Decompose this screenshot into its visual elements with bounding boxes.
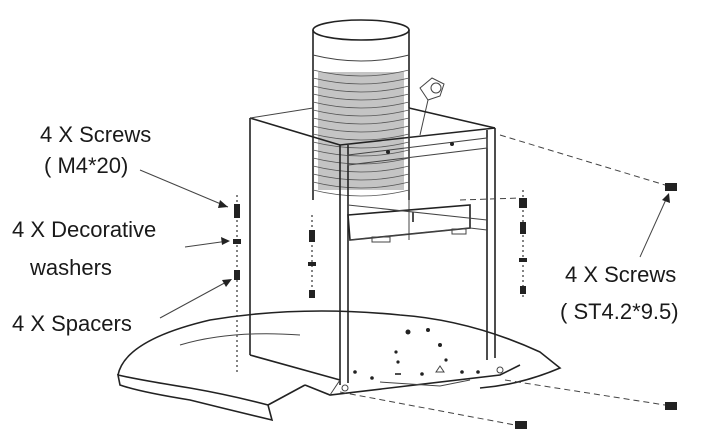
label-screws-m4-line1: 4 X Screws xyxy=(40,122,152,147)
spacer-left xyxy=(234,270,240,280)
screw-st-bottom xyxy=(515,421,527,429)
chimney-duct xyxy=(312,19,410,200)
screw-st-lower xyxy=(665,402,677,410)
label-screws-m4-size: ( M4*20) xyxy=(44,153,128,179)
washer-left xyxy=(233,239,241,244)
label-washers-line1: 4 X Decorative xyxy=(12,217,157,242)
inner-left-fastener-column xyxy=(308,215,316,300)
label-decorative-washers: 4 X Decorative xyxy=(12,217,156,243)
right-fastener-column xyxy=(519,190,527,300)
label-spacers-text: 4 X Spacers xyxy=(12,311,132,336)
label-screws-st: 4 X Screws xyxy=(565,262,676,288)
canopy-holes xyxy=(341,328,504,392)
damper-valve xyxy=(419,77,445,136)
right-screw-guides xyxy=(339,134,677,429)
chimney-frame xyxy=(249,107,496,385)
label-washers: washers xyxy=(30,255,112,281)
label-screws-st-size: ( ST4.2*9.5) xyxy=(560,299,679,325)
label-washers-line2: washers xyxy=(30,255,112,280)
label-spacers: 4 X Spacers xyxy=(12,311,132,337)
hood-canopy xyxy=(116,310,562,422)
label-screws-st-line1: 4 X Screws xyxy=(565,262,677,287)
label-screws-m4-line2: ( M4*20) xyxy=(44,153,129,178)
leader-lines xyxy=(139,169,670,319)
label-screws-m4: 4 X Screws xyxy=(40,122,151,148)
duct-ribbing xyxy=(312,69,410,197)
screw-m4-left xyxy=(234,204,240,218)
screw-st-upper xyxy=(665,183,677,191)
label-screws-st-line2: ( ST4.2*9.5) xyxy=(560,299,679,324)
left-fastener-column xyxy=(233,195,241,375)
